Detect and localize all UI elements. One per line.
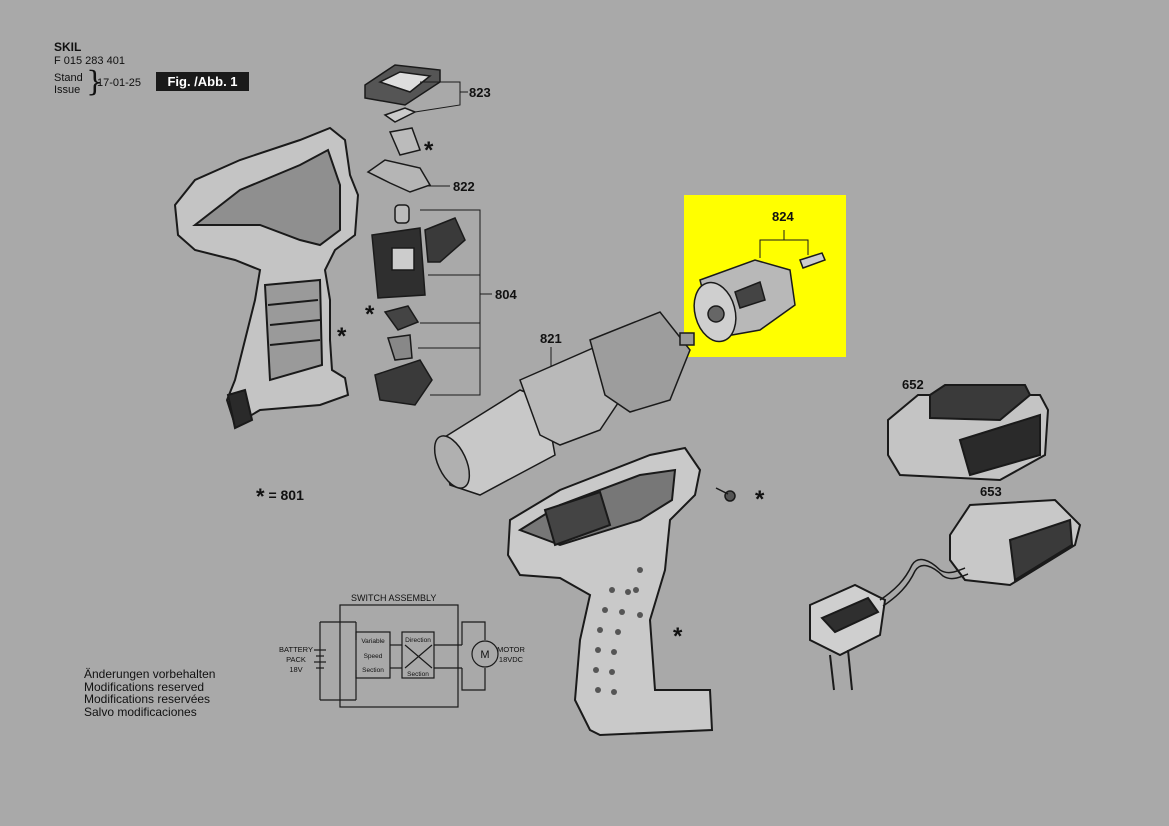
label-821: 821 (540, 331, 562, 346)
issue-label: Issue (54, 84, 81, 96)
battery-label-2: PACK (286, 655, 306, 664)
label-823: 823 (469, 85, 491, 100)
schematic-title: SWITCH ASSEMBLY (351, 593, 436, 603)
legend-text: = 801 (268, 487, 304, 503)
brace-symbol: } (86, 65, 104, 98)
battery-label-3: 18V (289, 665, 302, 674)
part-804-switch[interactable] (371, 204, 466, 406)
part-821-motor-gearbox[interactable] (427, 311, 695, 496)
star-marker: * (755, 486, 765, 513)
variable-speed-box (355, 631, 391, 679)
legend-star: * (256, 484, 265, 509)
motor-symbol-letter: M (480, 649, 489, 661)
direction-label-2: Section (407, 671, 429, 678)
issue-date: 17-01-25 (97, 77, 142, 89)
label-822: 822 (453, 179, 475, 194)
modification-line: Salvo modificaciones (84, 704, 197, 719)
modification-line: Modifications reserved (84, 679, 205, 694)
star-marker: * (673, 623, 683, 650)
part-labels: 823 822 804 821 824 652 653 (453, 85, 1002, 499)
switch-assembly-schematic (314, 604, 499, 708)
label-804: 804 (495, 287, 517, 302)
motor-label-2: 18VDC (499, 655, 524, 664)
part-652-battery[interactable] (887, 384, 1050, 482)
motor-symbol (471, 640, 499, 668)
leader-lines (414, 81, 809, 396)
star-marker: * (337, 323, 347, 350)
part-653-charger[interactable] (809, 498, 1082, 691)
schematic-labels: SWITCH ASSEMBLY BATTERY PACK 18V Variabl… (279, 593, 525, 678)
part-spring-801[interactable] (388, 127, 421, 156)
battery-label-1: BATTERY (279, 645, 313, 654)
motor-label-1: MOTOR (497, 645, 525, 654)
variable-label-1: Variable (361, 638, 385, 645)
charger-cable (879, 558, 969, 607)
stand-label: Stand (54, 72, 83, 84)
direction-box (401, 631, 435, 679)
screw-801[interactable] (715, 487, 736, 502)
modification-line: Änderungen vorbehalten (84, 667, 216, 681)
housing-left-half[interactable] (173, 126, 360, 430)
direction-label-1: Direction (405, 637, 431, 644)
brand-name: SKIL (54, 40, 82, 54)
document-number: F 015 283 401 (54, 55, 125, 67)
label-653: 653 (980, 484, 1002, 499)
label-652: 652 (902, 377, 924, 392)
variable-label-3: Section (362, 667, 384, 674)
star-marker: * (424, 137, 434, 164)
part-823[interactable] (364, 64, 441, 123)
star-marker: * (365, 301, 375, 328)
part-822[interactable] (366, 159, 432, 193)
modification-line: Modifications reservées (84, 692, 211, 706)
variable-label-2: Speed (364, 653, 383, 660)
schematic-outer-box (339, 604, 459, 708)
part-824-chuck[interactable] (688, 252, 827, 346)
star-markers: * * * * * (337, 137, 765, 650)
grip-holes (593, 567, 643, 695)
modifications-notice: Änderungen vorbehalten Modifications res… (84, 668, 215, 718)
label-824: 824 (772, 209, 794, 224)
figure-label: Fig. /Abb. 1 (156, 72, 249, 91)
legend-801: * = 801 (256, 484, 304, 510)
